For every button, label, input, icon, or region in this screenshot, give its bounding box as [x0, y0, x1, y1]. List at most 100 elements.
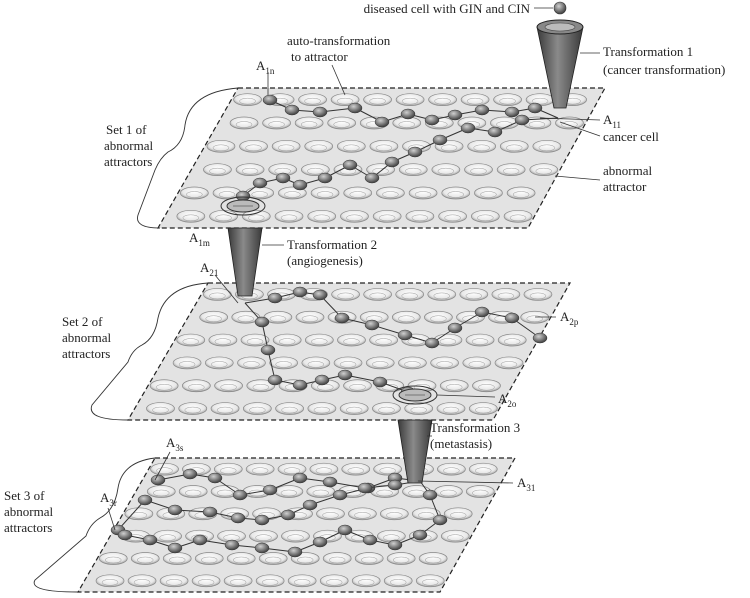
attractor-well — [372, 402, 401, 415]
attractor-well — [235, 163, 265, 177]
attractor-well — [240, 333, 270, 347]
attractor-well — [363, 93, 392, 107]
cell-icon — [337, 524, 353, 536]
attractor-well — [343, 379, 372, 393]
attractor-well — [199, 310, 229, 324]
attractor-well — [496, 163, 526, 177]
attractor-well — [95, 574, 125, 588]
attractor-well — [365, 356, 395, 370]
attractor-well — [467, 139, 497, 153]
transformation-2-label: Transformation 2 — [287, 237, 377, 252]
cell-icon — [527, 102, 543, 114]
attractor-well — [178, 485, 208, 498]
attractor-well — [439, 379, 469, 393]
attractor-well — [287, 574, 317, 588]
attractor-well — [354, 552, 384, 565]
attractor-well — [309, 462, 339, 476]
attractor-well — [404, 402, 434, 415]
cancer-cell-label: cancer cell — [603, 129, 659, 144]
attractor-well — [465, 485, 495, 498]
auto-transformation-label: auto-transformation — [287, 33, 391, 48]
attractor-well — [304, 139, 334, 153]
attractor-well — [383, 574, 413, 588]
attractor-well — [130, 552, 160, 565]
attractor-well — [271, 139, 301, 153]
attractor-well — [263, 310, 293, 324]
attractor-well — [341, 462, 371, 476]
attractor-well — [339, 402, 369, 415]
attractor-well — [269, 356, 299, 370]
cell-icon — [137, 494, 153, 506]
abnormal-attractor-sublabel: attractor — [603, 179, 647, 194]
abnormal-attractor-label: abnormal — [603, 163, 652, 178]
cell-icon — [252, 177, 268, 189]
attractor-well — [255, 574, 285, 588]
attractor-well — [386, 552, 416, 565]
label-a1n: A1n — [256, 58, 275, 76]
cell-icon — [374, 116, 390, 128]
attractor-well — [226, 552, 256, 565]
cell-icon — [400, 108, 416, 120]
brace-set-3 — [33, 457, 156, 593]
attractor-well — [212, 186, 242, 200]
label-a2p: A2p — [560, 309, 579, 327]
cell-icon — [232, 489, 248, 501]
attractor-well — [348, 507, 377, 521]
set-2-label-line1: Set 2 of — [62, 314, 103, 329]
set-2-label-line2: abnormal — [62, 330, 111, 345]
cell-icon — [292, 286, 308, 298]
attractor-well — [503, 209, 533, 223]
attractor-well — [262, 116, 291, 130]
attractor-well — [391, 310, 421, 324]
cell-icon — [317, 172, 333, 184]
cell-icon — [357, 482, 373, 494]
attractor-well — [436, 402, 466, 415]
attractor-well — [191, 574, 221, 588]
attractor-well — [494, 356, 524, 370]
label-a11: A11 — [603, 112, 621, 130]
attractor-well — [319, 574, 349, 588]
attractor-well — [434, 485, 463, 498]
transformation-1-label: Transformation 1 — [603, 44, 693, 59]
cell-icon — [202, 506, 218, 518]
cell-icon — [262, 94, 278, 106]
attractor-well — [310, 186, 340, 200]
attractor-well — [127, 574, 157, 588]
set-2-label-line3: attractors — [62, 346, 110, 361]
cell-icon — [460, 122, 476, 134]
cell-icon — [167, 542, 183, 554]
cell-icon — [504, 106, 520, 118]
cell-icon — [287, 546, 303, 558]
funnel-transformation-2 — [227, 227, 263, 297]
attractor-well — [379, 507, 409, 521]
attractor-well — [159, 574, 189, 588]
attractor-well — [343, 186, 373, 200]
cell-icon — [312, 536, 328, 548]
cell-icon — [514, 114, 530, 126]
attractor-well — [525, 93, 555, 107]
attractor-well — [337, 333, 366, 347]
attractor-well — [258, 552, 288, 565]
attractor-well — [415, 574, 445, 588]
attractor-well — [336, 139, 366, 153]
attractor-well — [301, 356, 331, 370]
attractor-well — [295, 310, 325, 324]
attractor-well — [499, 139, 529, 153]
attractor-well — [369, 333, 398, 347]
attractor-well — [331, 288, 360, 301]
cell-icon — [292, 379, 308, 391]
attractor-well — [398, 356, 427, 370]
cell-icon — [275, 172, 291, 184]
attractor-well — [229, 116, 259, 130]
cell-icon — [207, 472, 223, 484]
cell-icon — [342, 159, 358, 171]
cell-icon — [284, 104, 300, 116]
cell-icon — [117, 529, 133, 541]
attractor-well — [223, 574, 253, 588]
attractor-well — [272, 333, 302, 347]
label-a31: A31 — [517, 475, 535, 493]
transformation-1-sublabel: (cancer transformation) — [603, 62, 725, 77]
attractor-well — [194, 552, 224, 565]
cell-icon — [432, 134, 448, 146]
attractor-well — [178, 402, 208, 415]
